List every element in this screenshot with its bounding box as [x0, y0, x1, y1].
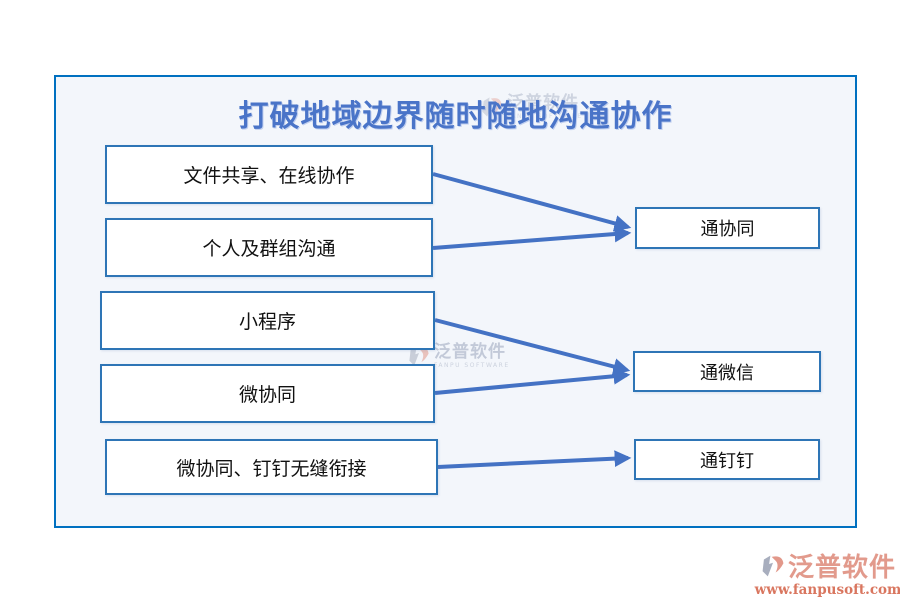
product-box-tong-collab: 通协同: [635, 207, 820, 249]
product-box-label: 通协同: [700, 219, 755, 240]
brand-footer: 泛普软件 www.fanpusoft.com: [755, 547, 900, 598]
diagram-title: 打破地域边界随时随地沟通协作: [238, 99, 673, 134]
feature-box-label: 个人及群组沟通: [202, 238, 336, 260]
diagram-frame: 泛普软件 FANPU SOFTWARE 泛普软件 FANPU SOFTWARE: [54, 75, 857, 528]
feature-box-mini-program: 小程序: [100, 291, 435, 350]
product-box-label: 通微信: [700, 362, 754, 384]
brand-name: 泛普软件: [788, 553, 897, 583]
fanpu-logo-icon: [762, 555, 784, 576]
connector-arrow-1: [432, 172, 632, 232]
brand-url: www.fanpusoft.com: [754, 582, 900, 598]
feature-box-label: 文件共享、在线协作: [183, 165, 355, 187]
connector-arrow-3: [434, 318, 631, 375]
product-box-tong-wechat: 通微信: [633, 351, 821, 392]
product-box-label: 通钉钉: [700, 450, 754, 472]
feature-box-label: 微协同、钉钉无缝衔接: [176, 457, 367, 480]
feature-box-file-sharing: 文件共享、在线协作: [105, 145, 433, 204]
connector-arrow-5: [437, 450, 632, 469]
connector-arrow-2: [432, 225, 632, 250]
feature-box-personal-group-comm: 个人及群组沟通: [105, 218, 433, 277]
feature-box-micro-collab: 微协同: [100, 364, 435, 423]
product-box-tong-dingtalk: 通钉钉: [634, 439, 820, 480]
feature-box-label: 小程序: [238, 311, 296, 333]
connector-arrow-4: [434, 367, 631, 395]
connector-arrows: [432, 172, 632, 469]
feature-box-label: 微协同: [238, 384, 296, 406]
feature-box-dingtalk-seamless: 微协同、钉钉无缝衔接: [105, 439, 438, 495]
